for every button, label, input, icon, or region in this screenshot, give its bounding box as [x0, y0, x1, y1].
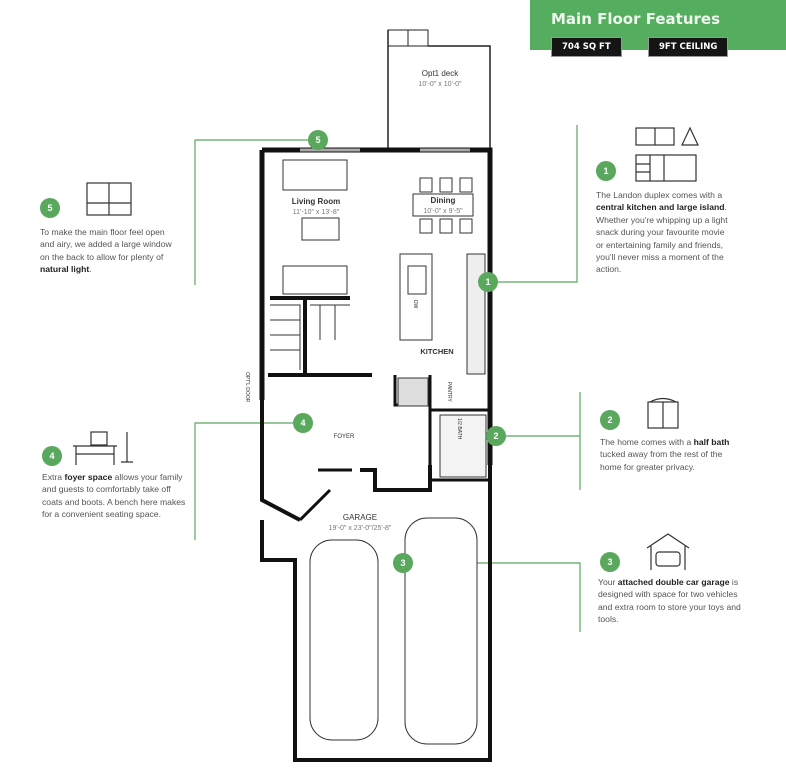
feature-number-3: 3 [600, 552, 620, 572]
garage-icon [646, 533, 690, 570]
dining-label: Dining [431, 196, 456, 205]
feature-text-4: Extra foyer space allows your family and… [42, 472, 186, 520]
deck-label: Opt1 deck [422, 69, 459, 78]
dining-dims: 10'-0" x 9'-5" [423, 208, 463, 215]
feature-text-1: The Landon duplex comes with a central k… [596, 190, 728, 275]
plan-marker-3: 3 [393, 553, 413, 573]
plan-marker-5: 5 [308, 130, 328, 150]
pantry-label: PANTRY [446, 382, 452, 402]
living-room-label: Living Room [292, 197, 340, 206]
feature-number-2: 2 [600, 410, 620, 430]
feature-number-1: 1 [596, 161, 616, 181]
dw-label: DW [412, 300, 418, 309]
ceiling-badge: 9FT CEILING [648, 37, 729, 57]
sqft-badge: 704 SQ FT [551, 37, 622, 57]
plan-marker-2: 2 [486, 426, 506, 446]
deck [387, 29, 491, 150]
living-room-dims: 11'-10" x 13'-8" [293, 209, 340, 216]
plan-marker-1: 1 [478, 272, 498, 292]
kitchen-label: KITCHEN [420, 347, 453, 356]
feature-number-5: 5 [40, 198, 60, 218]
walls [259, 147, 493, 762]
vanity-icon [647, 397, 679, 429]
opt-door-label: OPT'L DOOR [244, 372, 250, 403]
callout-lines [194, 125, 581, 632]
furniture [270, 159, 487, 745]
kitchen-cabinets-icon [635, 126, 699, 182]
garage-label: GARAGE [343, 513, 377, 522]
header-title: Main Floor Features [551, 10, 720, 28]
garage-dims: 19'-0" x 23'-0"/25'-8" [329, 525, 392, 532]
feature-text-2: The home comes with a half bath tucked a… [600, 437, 730, 472]
foyer-bench-icon [73, 431, 133, 465]
feature-text-5: To make the main floor feel open and air… [40, 227, 172, 275]
bath-label: 1/2 BATH [456, 418, 462, 440]
foyer-label: FOYER [334, 434, 355, 440]
feature-number-4: 4 [42, 446, 62, 466]
deck-dims: 10'-0" x 10'-0" [418, 81, 462, 88]
plan-marker-4: 4 [293, 413, 313, 433]
feature-icons [73, 126, 699, 570]
plan-labels: Opt1 deck 10'-0" x 10'-0" Living Room 11… [244, 69, 463, 532]
feature-text-3: Your attached double car garage is desig… [598, 577, 741, 625]
